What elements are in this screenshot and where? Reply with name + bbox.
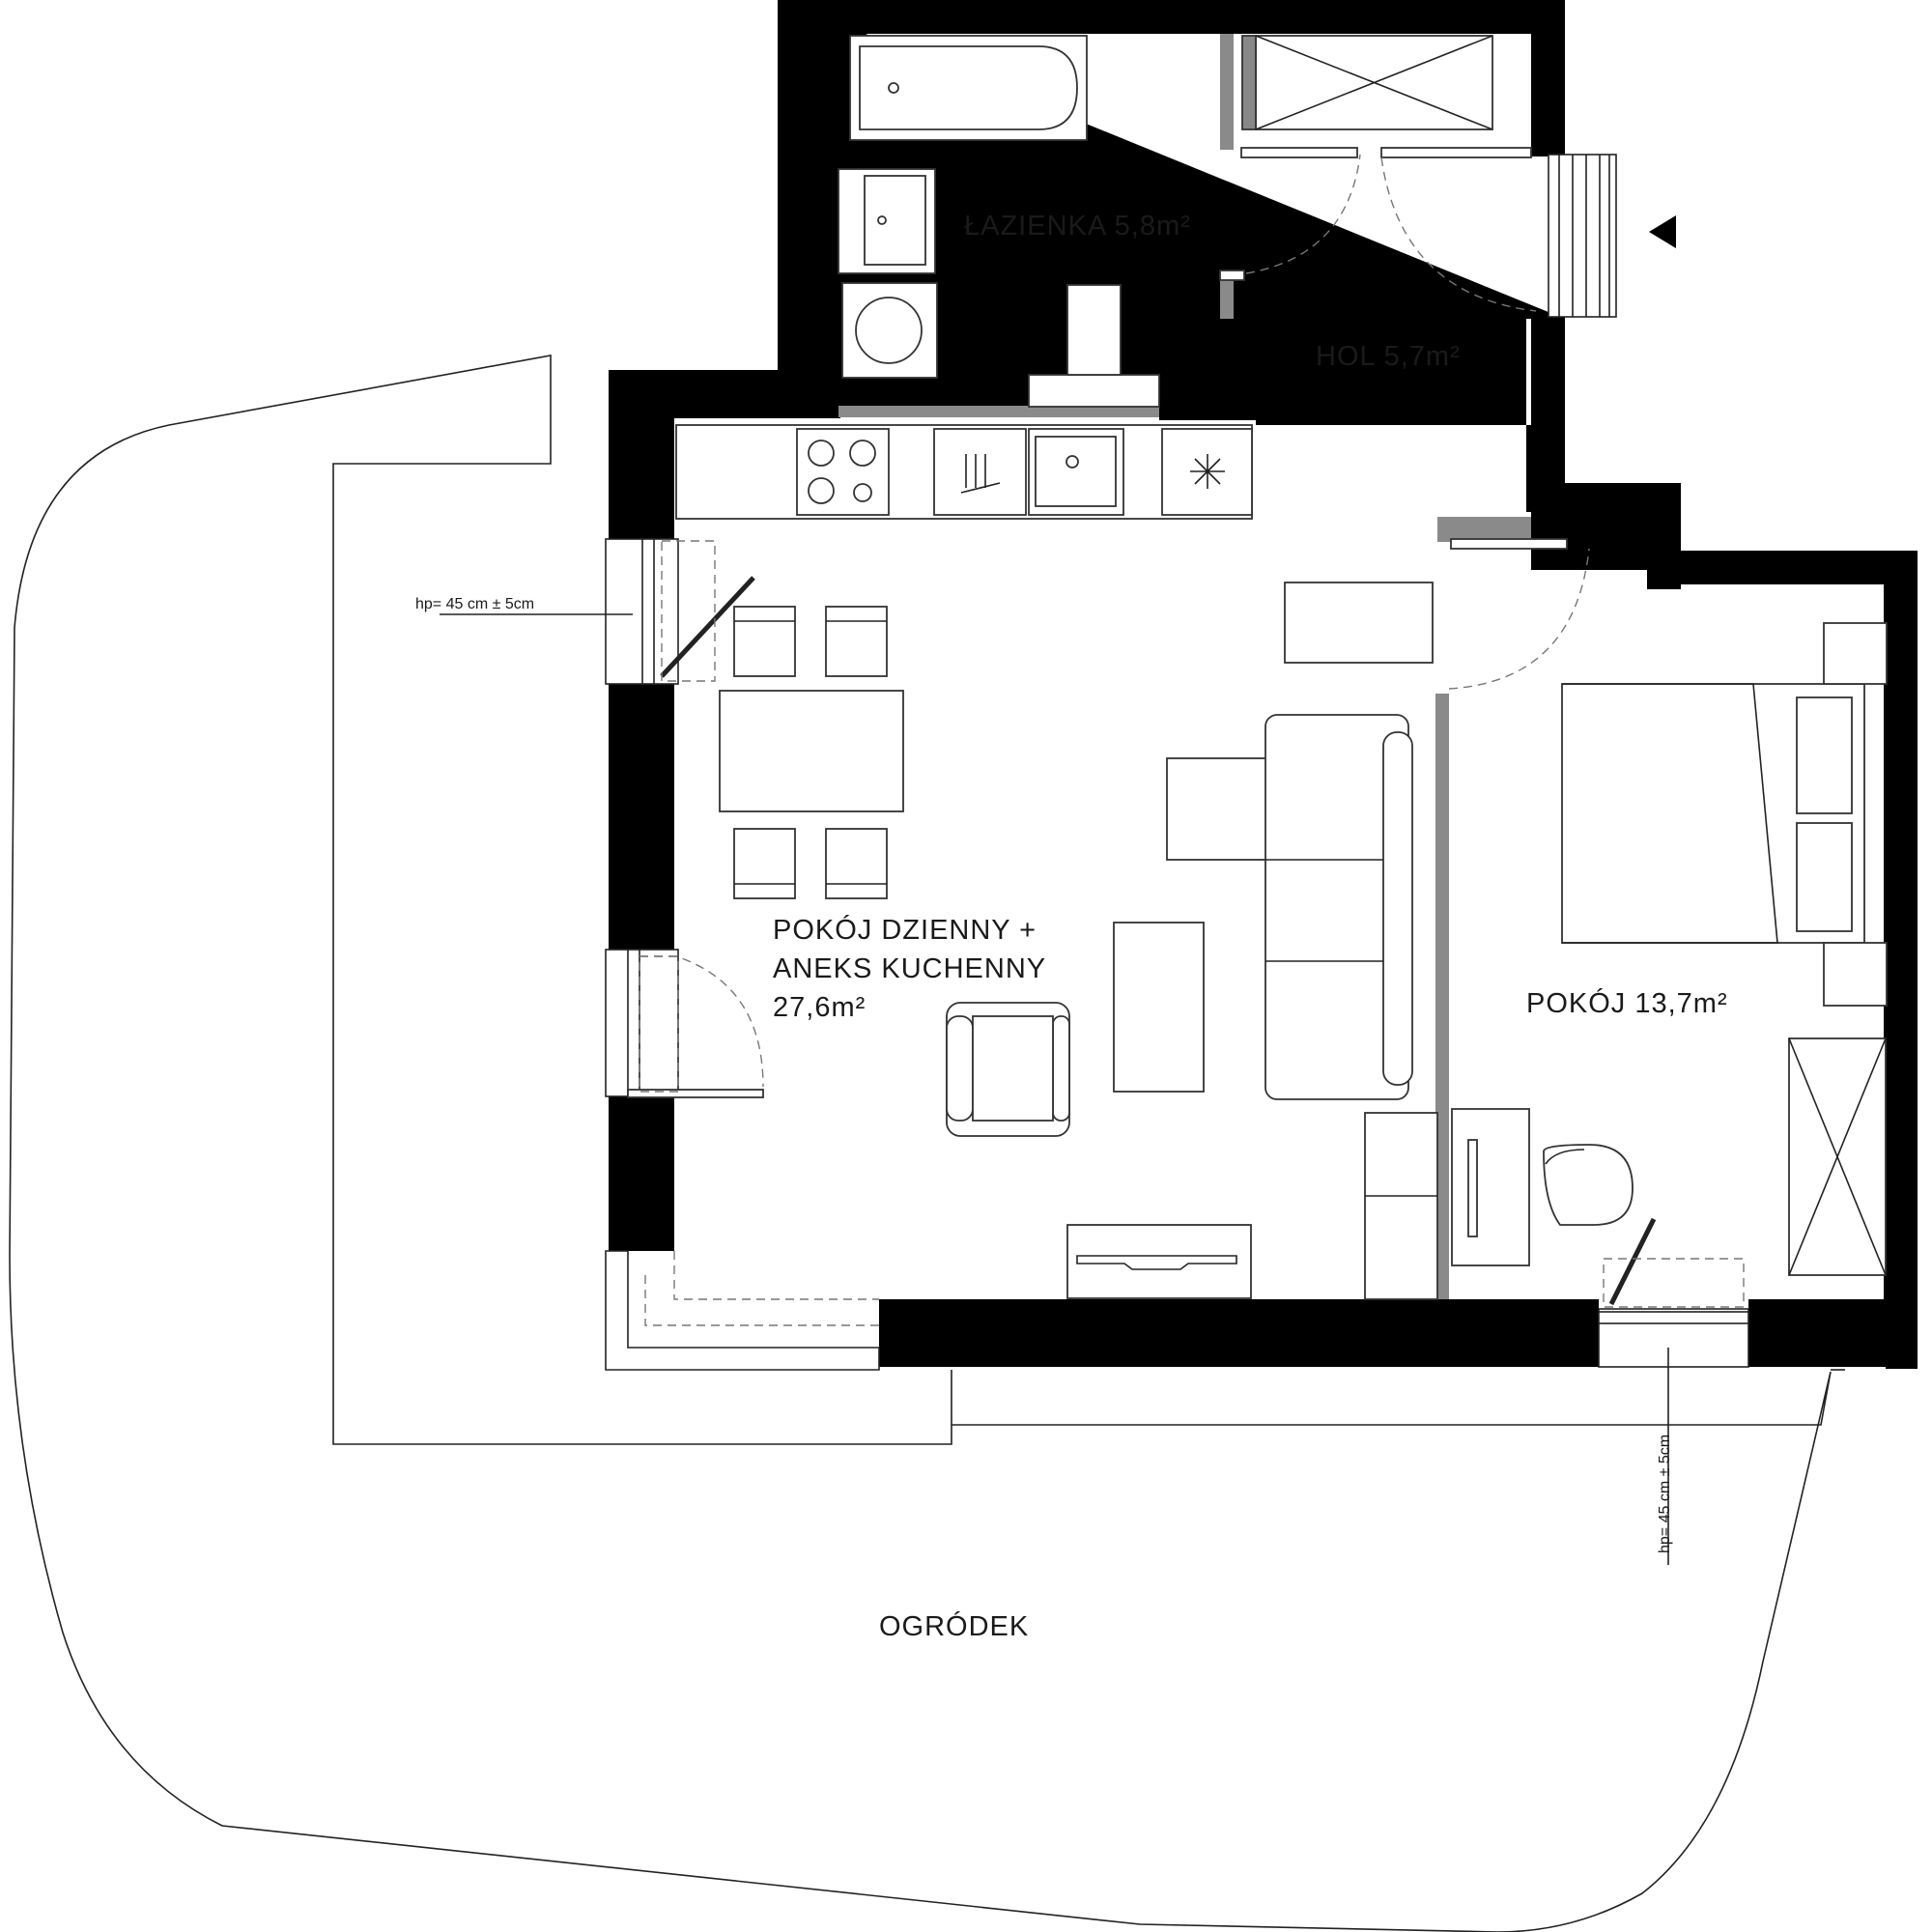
wall-bath-kitchen-block bbox=[1159, 319, 1256, 420]
window-bedroom bbox=[1598, 1217, 1749, 1368]
partition-bath-bottom bbox=[838, 406, 1159, 417]
dining-chair-1 bbox=[733, 606, 796, 677]
wall-bedroom-top-c bbox=[1647, 553, 1918, 584]
dining-chair-3 bbox=[733, 828, 796, 899]
wall-living-left-3 bbox=[609, 1096, 674, 1251]
dining-table bbox=[719, 690, 904, 812]
wall-top bbox=[778, 0, 1565, 34]
sink-icon bbox=[1028, 428, 1124, 516]
hall-door-swing bbox=[1380, 156, 1537, 312]
partition-bath-stub bbox=[1220, 280, 1234, 319]
double-bed bbox=[1561, 683, 1865, 944]
living-label-line1: POKÓJ DZIENNY + bbox=[773, 914, 1037, 946]
sideboard bbox=[1284, 582, 1434, 664]
bedroom-door-frame bbox=[1450, 538, 1568, 550]
wall-hall-right-upper bbox=[1531, 0, 1565, 156]
hob-icon bbox=[796, 428, 890, 516]
coffee-table bbox=[1113, 922, 1205, 1093]
dining-chair-4 bbox=[825, 828, 888, 899]
wall-bath-left bbox=[778, 0, 838, 415]
window-living-upper bbox=[605, 538, 755, 685]
bath-door-frame-a bbox=[1240, 147, 1358, 158]
garden-outline bbox=[9, 355, 1832, 1932]
dishwasher-icon bbox=[933, 428, 1027, 516]
bedroom-door-swing bbox=[1448, 548, 1590, 690]
shelf-unit bbox=[1364, 1112, 1438, 1300]
garden-label: OGRÓDEK bbox=[879, 1610, 1029, 1642]
entrance-steps bbox=[1558, 155, 1610, 317]
exterior-walls bbox=[782, 0, 1918, 1367]
bath-door-frame-b bbox=[1380, 147, 1532, 158]
bathtub-icon bbox=[849, 35, 1088, 141]
hall-label: HOL 5,7m² bbox=[1316, 341, 1461, 372]
entrance-arrow-icon bbox=[1649, 215, 1676, 248]
wardrobe bbox=[1788, 1037, 1887, 1276]
nightstand-top bbox=[1823, 622, 1888, 685]
sill-annotation-bottom: hp= 45 cm ± 5cm bbox=[1657, 1348, 1673, 1565]
shower-icon bbox=[1241, 35, 1493, 130]
desk bbox=[1451, 1108, 1530, 1266]
wall-living-left-2 bbox=[609, 684, 674, 950]
bath-door-swing bbox=[1245, 154, 1361, 274]
wall-bedroom-right bbox=[1886, 553, 1918, 1369]
wall-bottom-1 bbox=[879, 1299, 1599, 1367]
fridge-icon bbox=[1161, 428, 1253, 516]
sill-height-left-label: hp= 45 cm ± 5cm bbox=[415, 596, 534, 612]
sofa bbox=[1166, 714, 1413, 1100]
sill-annotation-left: hp= 45 cm ± 5cm bbox=[415, 596, 633, 615]
nightstand-bottom bbox=[1823, 942, 1888, 1007]
window-living-corner bbox=[605, 1250, 880, 1371]
partition-living-bedroom bbox=[1435, 694, 1449, 1299]
desk-chair bbox=[1543, 1144, 1634, 1226]
washing-machine-icon bbox=[841, 282, 938, 379]
sill-height-bottom-label: hp= 45 cm ± 5cm bbox=[1657, 1435, 1673, 1553]
window-living-middle bbox=[605, 949, 764, 1098]
partition-hall-stub bbox=[1437, 517, 1531, 542]
bedroom-label: POKÓJ 13,7m² bbox=[1526, 987, 1728, 1019]
bathroom-label: ŁAZIENKA 5,8m² bbox=[964, 211, 1191, 242]
wall-hall-right-lower bbox=[1531, 317, 1565, 520]
wall-bottom-2 bbox=[1748, 1299, 1918, 1367]
dining-chair-2 bbox=[825, 606, 888, 677]
wall-living-left-1 bbox=[609, 370, 674, 539]
toilet-icon bbox=[1028, 284, 1160, 408]
partition-bath-hall bbox=[1220, 34, 1234, 150]
armchair bbox=[946, 1002, 1070, 1137]
tv-cabinet bbox=[1066, 1224, 1252, 1299]
washbasin-icon bbox=[838, 168, 936, 274]
living-label-line2: ANEKS KUCHENNY bbox=[773, 953, 1046, 984]
bath-door-frame-c bbox=[1219, 270, 1245, 281]
living-label-line3: 27,6m² bbox=[773, 992, 866, 1023]
